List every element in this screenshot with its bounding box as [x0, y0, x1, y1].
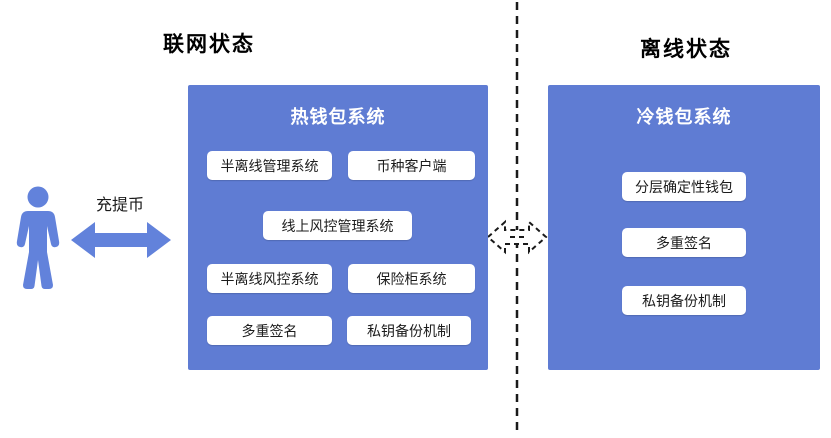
- hot-wallet-module: 半离线管理系统: [207, 151, 332, 180]
- hot-wallet-title: 热钱包系统: [290, 107, 386, 127]
- hot-wallet-module: 线上风控管理系统: [263, 211, 412, 240]
- deposit-withdraw-label: 充提币: [95, 197, 144, 214]
- online-state-title: 联网状态: [163, 33, 255, 56]
- cold-wallet-panel: 冷钱包系统 分层确定性钱包 多重签名 私钥备份机制: [548, 85, 820, 370]
- hot-wallet-module: 半离线风控系统: [207, 264, 332, 293]
- user-icon: [16, 186, 60, 289]
- cold-wallet-title: 冷钱包系统: [636, 107, 732, 127]
- hot-wallet-module: 保险柜系统: [348, 264, 475, 293]
- offline-state-title: 离线状态: [640, 38, 732, 61]
- cold-wallet-module: 分层确定性钱包: [622, 172, 746, 201]
- hot-wallet-panel: 热钱包系统 半离线管理系统 币种客户端 线上风控管理系统 半离线风控系统 保险柜…: [188, 85, 488, 370]
- cold-wallet-module: 多重签名: [622, 228, 746, 257]
- hot-wallet-module: 私钥备份机制: [347, 316, 471, 345]
- airgap-divider-line: [515, 2, 519, 433]
- hot-wallet-module: 多重签名: [207, 316, 332, 345]
- airgap-transfer-icon: [486, 219, 548, 255]
- cold-wallet-module: 私钥备份机制: [622, 286, 746, 315]
- deposit-withdraw-arrow-icon: [71, 222, 171, 258]
- hot-wallet-module: 币种客户端: [348, 151, 475, 180]
